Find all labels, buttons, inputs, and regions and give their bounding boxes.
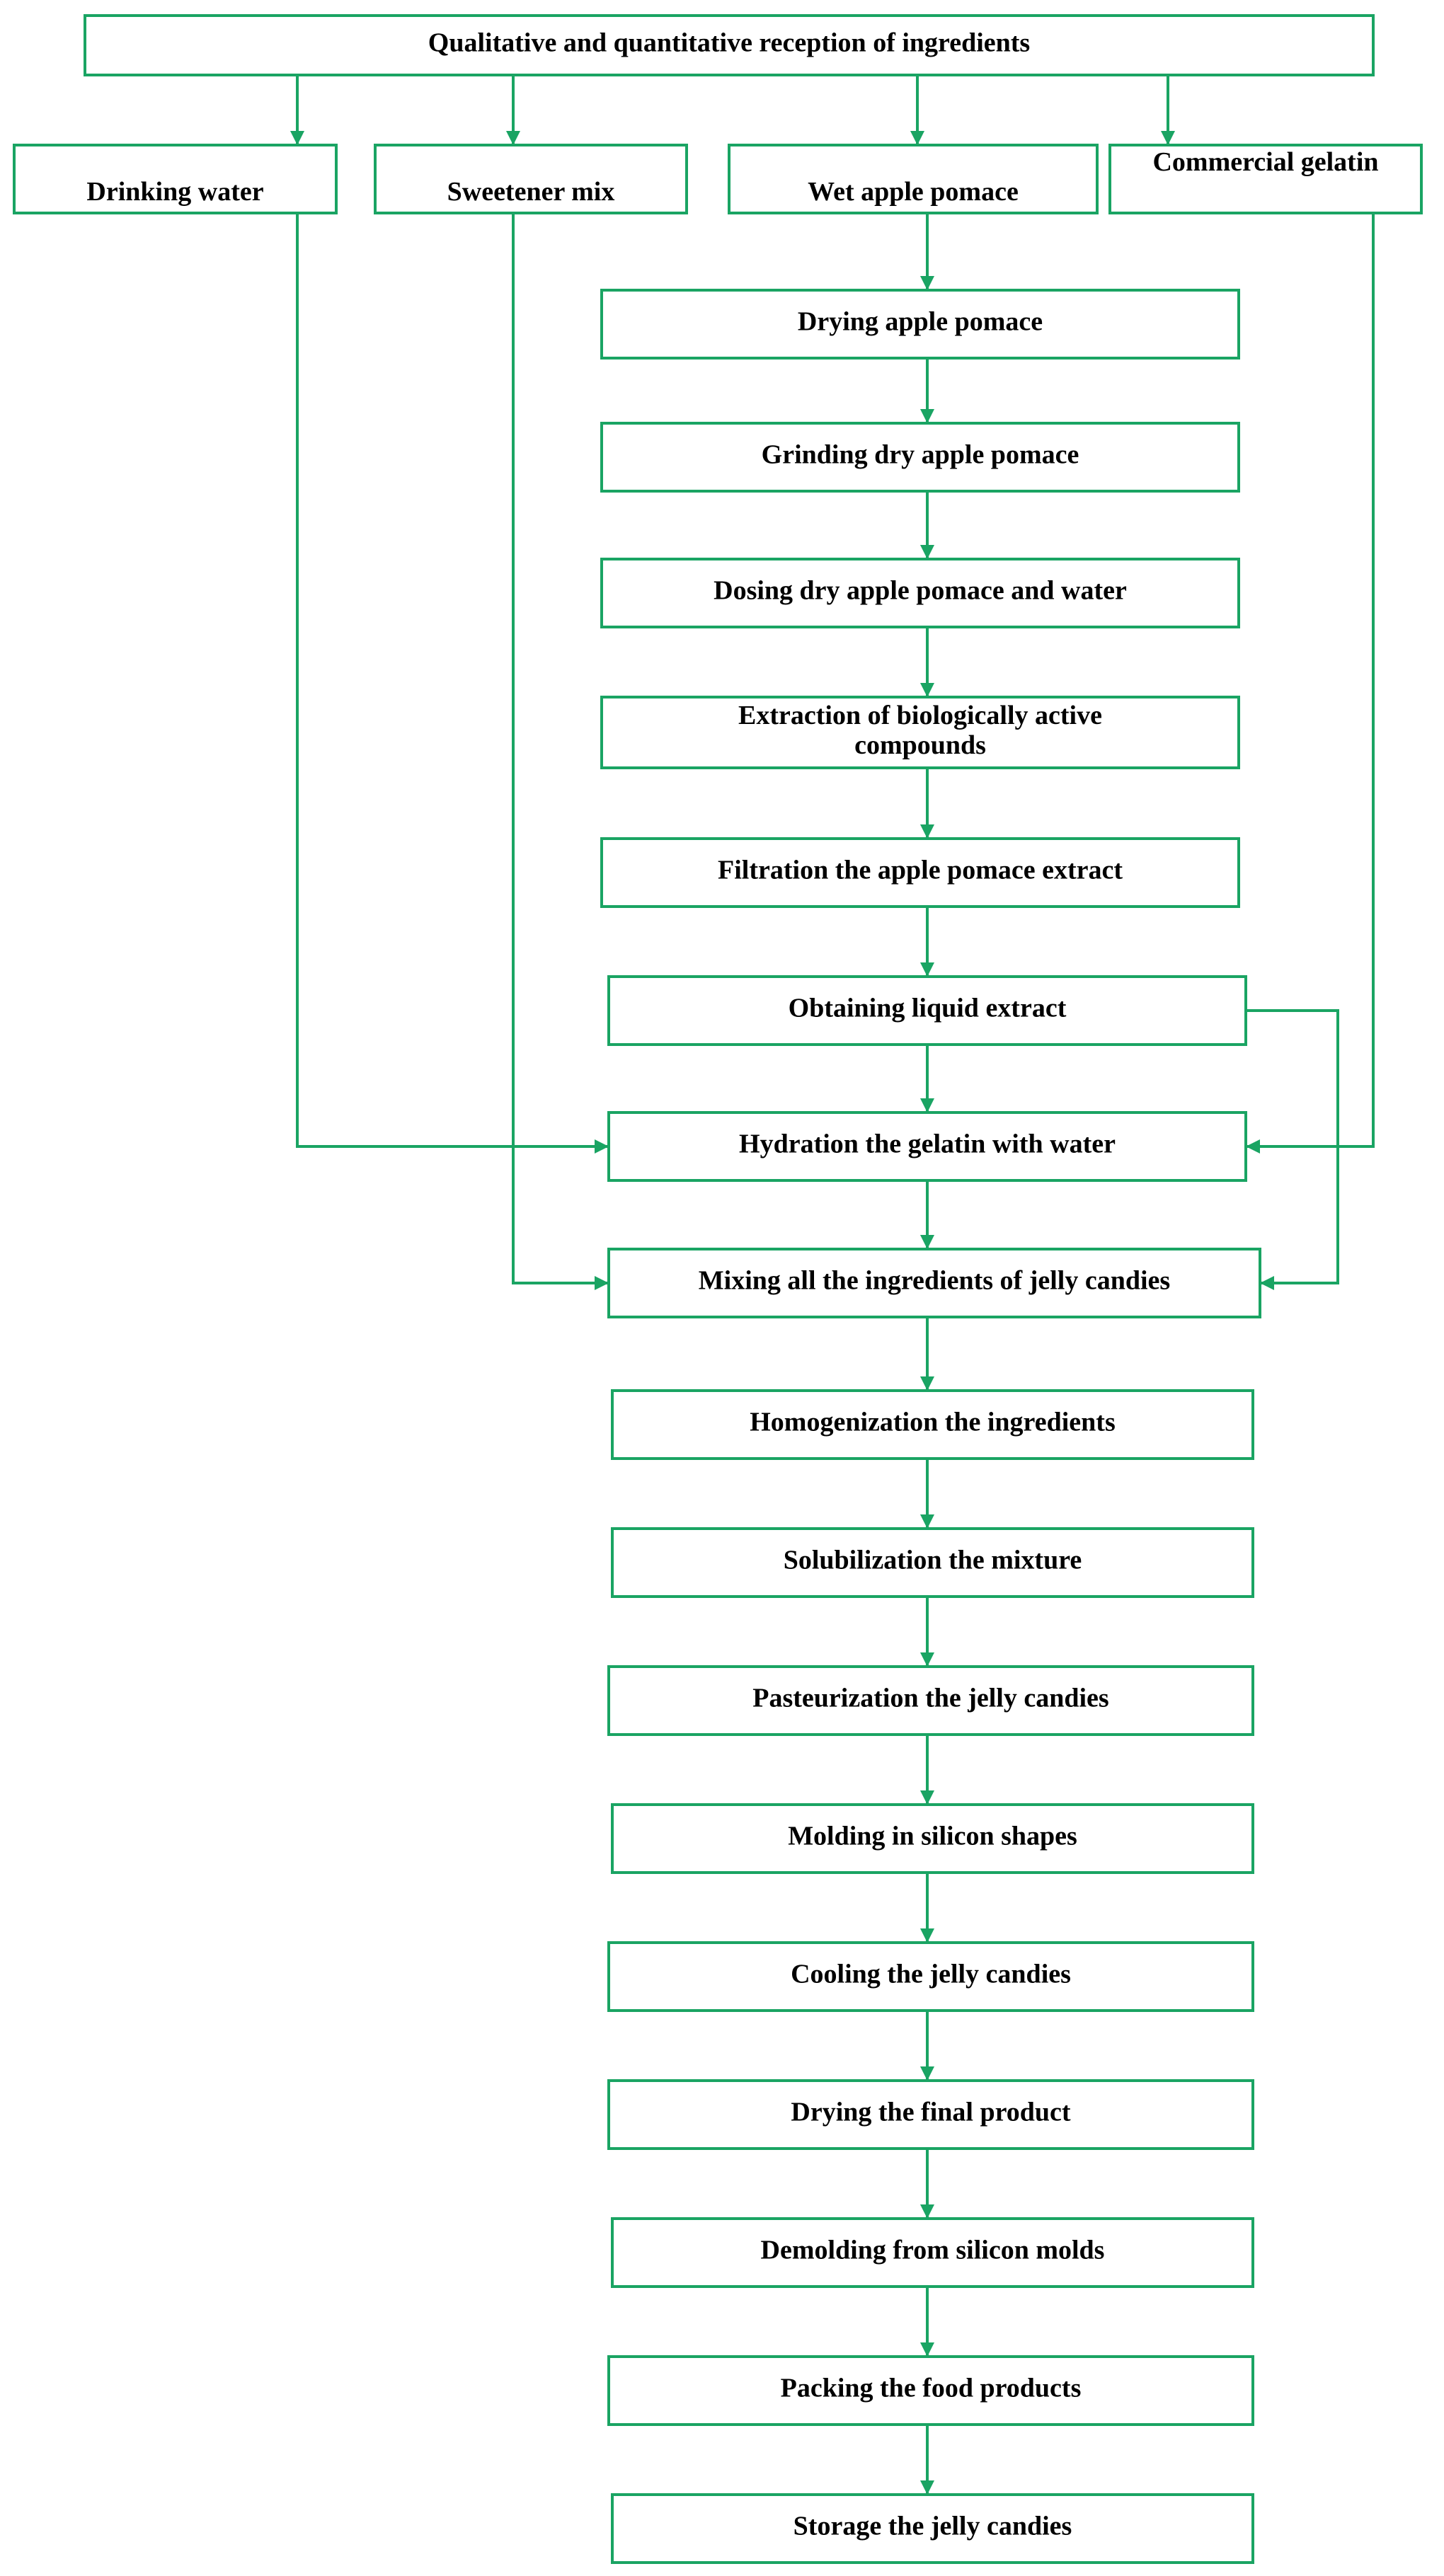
node-box [374,144,688,214]
node-box [611,2217,1254,2288]
arrow-gelatin-to-hydration [1246,213,1375,1154]
node-label: Wet apple pomace [808,177,1019,207]
node-label: Cooling the jelly candies [791,1960,1071,1989]
node-box [600,696,1240,769]
node-label: Pasteurization the jelly candies [752,1684,1108,1713]
node-box [600,837,1240,908]
node-demolding: Demolding from silicon molds [611,2217,1254,2288]
node-box [600,289,1240,360]
node-label: Filtration the apple pomace extract [718,856,1123,885]
node-water: Drinking water [13,144,338,214]
arrow-water-to-hydration [296,213,609,1154]
node-grinding: Grinding dry apple pomace [600,422,1240,493]
node-box [600,558,1240,628]
node-label: Storage the jelly candies [793,2512,1072,2541]
node-label: Solubilization the mixture [784,1546,1082,1575]
node-hydration: Hydration the gelatin with water [607,1111,1247,1182]
node-label: Commercial gelatin [1152,147,1378,177]
node-label: Packing the food products [781,2374,1082,2403]
node-box [600,422,1240,493]
node-box [611,1527,1254,1598]
node-box [1108,144,1423,214]
node-label: Drying the final product [791,2098,1071,2127]
node-cooling: Cooling the jelly candies [607,1941,1254,2012]
node-box [607,2079,1254,2150]
node-box [607,1665,1254,1736]
node-label: Qualitative and quantitative reception o… [428,28,1030,58]
node-label: Dosing dry apple pomace and water [714,576,1127,606]
node-box [607,1248,1261,1318]
node-solubilization: Solubilization the mixture [611,1527,1254,1598]
node-box [728,144,1099,214]
node-label: Drinking water [86,177,263,207]
node-filtration: Filtration the apple pomace extract [600,837,1240,908]
node-pasteurization: Pasteurization the jelly candies [607,1665,1254,1736]
node-box [611,1389,1254,1460]
node-label: Drying apple pomace [798,307,1043,337]
node-molding: Molding in silicon shapes [611,1803,1254,1874]
node-dosing: Dosing dry apple pomace and water [600,558,1240,628]
node-sweetener: Sweetener mix [374,144,688,214]
node-box [611,1803,1254,1874]
node-drying-final: Drying the final product [607,2079,1254,2150]
node-storage: Storage the jelly candies [611,2493,1254,2564]
nodes: Qualitative and quantitative reception o… [13,14,1423,2564]
node-label: Mixing all the ingredients of jelly cand… [699,1266,1170,1296]
node-packing: Packing the food products [607,2355,1254,2426]
node-pomace: Wet apple pomace [728,144,1099,214]
node-box [84,14,1375,76]
node-box [611,2493,1254,2564]
connectors [290,75,1375,2495]
node-label: Hydration the gelatin with water [739,1129,1116,1159]
arrow-sweetener-to-mixing [512,213,609,1290]
node-box [13,144,338,214]
node-label: Obtaining liquid extract [789,994,1067,1023]
node-label: Sweetener mix [447,177,615,207]
node-mixing: Mixing all the ingredients of jelly cand… [607,1248,1261,1318]
node-label: Demolding from silicon molds [761,2236,1105,2265]
node-reception: Qualitative and quantitative reception o… [84,14,1375,76]
node-label: Homogenization the ingredients [750,1408,1116,1437]
node-drying-pomace: Drying apple pomace [600,289,1240,360]
node-box [607,1941,1254,2012]
node-label: Grinding dry apple pomace [762,440,1079,470]
node-homogenization: Homogenization the ingredients [611,1389,1254,1460]
node-gelatin: Commercial gelatin [1108,144,1423,214]
node-box [607,2355,1254,2426]
arrow-liquid-to-mixing [1246,1009,1339,1290]
node-box [607,1111,1247,1182]
node-box [607,975,1247,1046]
node-label: Molding in silicon shapes [788,1822,1077,1851]
node-liquid: Obtaining liquid extract [607,975,1247,1046]
